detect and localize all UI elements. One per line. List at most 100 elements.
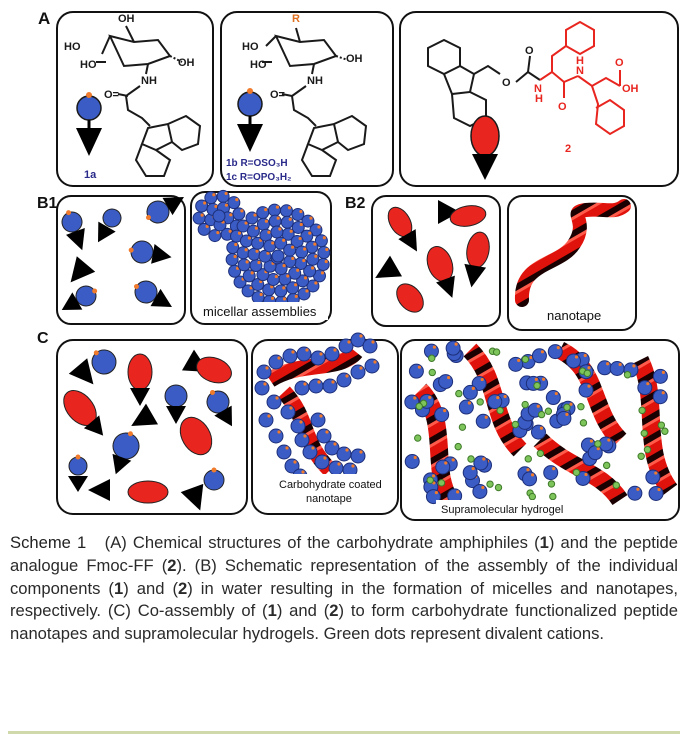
caption-bold-6: 2	[329, 601, 339, 621]
atom-ho-2-1a: HO	[80, 59, 97, 71]
tape-dot	[371, 340, 375, 344]
divalent-cation	[536, 449, 545, 458]
divalent-cation	[437, 479, 446, 487]
micelle-label-bg	[198, 302, 328, 320]
hydrogel-dot	[471, 466, 475, 471]
atom-n-1: N	[534, 83, 542, 95]
atom-nh-1b: NH	[307, 75, 323, 87]
micelle-dot	[264, 208, 268, 212]
hydrogel-dot	[646, 382, 650, 386]
atom-h-1: H	[535, 93, 543, 105]
micelle-dot	[275, 205, 280, 209]
hydrogel-headgroup	[435, 459, 451, 475]
hydrogel-dot	[536, 404, 540, 408]
divalent-cation	[623, 371, 632, 379]
micelle-dot	[303, 276, 308, 280]
divalent-cation	[537, 410, 546, 419]
atom-ho-1-1a: HO	[64, 41, 81, 53]
hydrogel-headgroup	[556, 410, 572, 426]
hydrogel-dot	[584, 472, 588, 477]
caption-seg1: (A) Chemical structures of the carbohydr…	[104, 533, 540, 552]
compound-label-2: 2	[565, 143, 571, 155]
atom-ho-2-1b: HO	[250, 59, 267, 71]
tape-dot	[265, 366, 269, 370]
divalent-cation	[661, 427, 669, 435]
micelle-dot	[234, 242, 238, 247]
tape-dot	[275, 396, 279, 400]
supramolecular-hydrogel-label: Supramolecular hydrogel	[441, 504, 563, 516]
divalent-cation	[577, 403, 585, 411]
micelle-dot	[253, 213, 257, 217]
hydrogel-dot	[587, 384, 591, 388]
divalent-cation	[486, 480, 494, 488]
hydrogel-headgroup	[587, 445, 603, 461]
tape-headgroup	[294, 432, 310, 448]
tape-dot	[291, 350, 295, 354]
hydrogel-dot	[526, 468, 530, 472]
micelle-dot	[288, 217, 292, 221]
caption-seg4: ) and (	[123, 578, 178, 598]
micelle-dot	[317, 225, 321, 229]
micelle-dot	[294, 294, 298, 298]
micelle-dot	[324, 259, 328, 264]
micelle-headgroup	[274, 262, 288, 276]
hydrogel-dot	[574, 355, 579, 359]
micelle-dot	[313, 242, 317, 246]
micelle-dot	[216, 230, 220, 235]
hydrogel-dot	[451, 458, 455, 462]
hydrogel-headgroup	[487, 394, 503, 410]
panel-label-b2: B2	[345, 195, 366, 212]
dispersed-amphiphiles-2	[375, 200, 490, 313]
micelle-dot	[308, 231, 312, 235]
tape-dot	[305, 348, 309, 352]
panel-a1-box	[56, 11, 214, 187]
hydrogel-headgroup	[458, 399, 474, 415]
hydrogel-dot	[434, 490, 439, 495]
divalent-cation	[638, 406, 646, 415]
micelle-dot	[309, 216, 313, 220]
hydrogel-headgroup	[645, 469, 661, 485]
micelle-headgroup	[247, 247, 261, 261]
divalent-cation	[428, 368, 436, 377]
micelle-dot	[282, 238, 286, 242]
micelle-headgroup	[271, 249, 285, 263]
compound-label-1a: 1a	[84, 169, 97, 181]
hydrogel-dot	[565, 412, 569, 416]
hydrogel-dot	[444, 461, 448, 465]
panel-a3-box	[399, 11, 679, 187]
hydrogel-headgroup	[438, 374, 454, 390]
micelle-dot	[320, 271, 325, 275]
hydrogel-headgroup	[652, 368, 668, 384]
hydrogel-headgroup	[545, 390, 561, 406]
divalent-cation	[549, 492, 557, 501]
micelle-dot	[200, 213, 204, 217]
micelle-dot	[303, 247, 307, 251]
divalent-cation	[579, 419, 588, 427]
divalent-cation	[415, 402, 423, 411]
micelle-dot	[325, 247, 329, 252]
micelle-dot	[267, 230, 271, 234]
tape-dot	[359, 334, 363, 338]
hydrogel-dot	[517, 358, 521, 362]
atom-n-2: N	[576, 65, 584, 77]
micelle-dot	[237, 231, 242, 235]
micelle-headgroup	[317, 245, 331, 259]
tape-headgroup	[268, 428, 284, 444]
tape-headgroup	[308, 378, 324, 394]
hydrogel-dot	[632, 364, 636, 368]
coated-nanotape-label-2: nanotape	[306, 493, 352, 505]
micelle-dot	[250, 271, 254, 275]
atom-o-bottom: O	[558, 101, 567, 113]
tape-dot	[289, 406, 293, 410]
hydrogel-dot	[542, 377, 546, 381]
micelle-headgroup	[225, 253, 239, 267]
tape-headgroup	[254, 380, 270, 396]
hydrogel-dot	[456, 490, 460, 494]
tape-dot	[347, 340, 351, 344]
micelle-dot	[291, 256, 295, 261]
atom-o-acid: O	[615, 57, 624, 69]
atom-oh-top-1a: OH	[118, 13, 135, 25]
atom-o-carbonyl-1b: O=	[270, 89, 285, 101]
divalent-cation	[544, 407, 553, 415]
micelle-headgroup	[274, 284, 288, 298]
